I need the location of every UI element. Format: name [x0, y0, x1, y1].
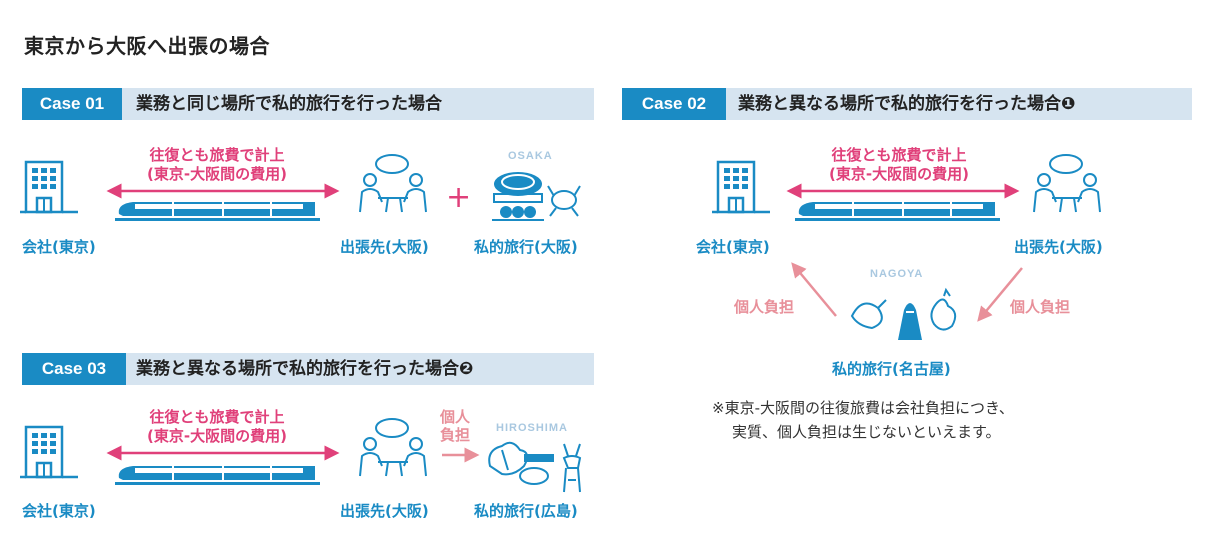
meeting-icon — [1033, 154, 1101, 213]
trip-osaka-label: 出張先(大阪) — [1014, 238, 1103, 256]
arrow-icon — [791, 262, 837, 317]
hiroshima-icon — [488, 441, 582, 493]
personal-burden-line2: 負担 — [440, 426, 471, 444]
nagoya-food-icon — [850, 287, 957, 340]
private-osaka-label: 私的旅行(大阪) — [474, 238, 578, 256]
case03-title: 業務と異なる場所で私的旅行を行った場合❷ — [136, 359, 474, 379]
travel-label-line1: 往復とも旅費で計上 — [149, 408, 285, 426]
case02-title: 業務と異なる場所で私的旅行を行った場合❶ — [738, 94, 1076, 114]
arrow-icon — [442, 447, 480, 463]
case02-header: Case 02 業務と異なる場所で私的旅行を行った場合❶ — [622, 88, 1192, 120]
company-label: 会社(東京) — [22, 502, 96, 520]
case03-header: Case 03 業務と異なる場所で私的旅行を行った場合❷ — [22, 353, 594, 385]
case01-badge: Case 01 — [22, 88, 122, 120]
bullet-train-icon — [794, 201, 1001, 222]
travel-label-line2: (東京-大阪間の費用) — [829, 165, 969, 183]
case01-header: Case 01 業務と同じ場所で私的旅行を行った場合 — [22, 88, 594, 120]
building-icon — [18, 425, 80, 479]
travel-label: 往復とも旅費で計上 (東京-大阪間の費用) — [112, 408, 322, 446]
trip-osaka-label: 出張先(大阪) — [340, 502, 429, 520]
trip-osaka-label: 出張先(大阪) — [340, 238, 429, 256]
note: ※東京-大阪間の往復旅費は会社負担につき、 実質、個人負担は生じないといえます。 — [712, 396, 1014, 444]
page-title: 東京から大阪へ出張の場合 — [24, 34, 270, 58]
double-arrow-icon — [786, 183, 1020, 199]
case02-badge: Case 02 — [622, 88, 726, 120]
double-arrow-icon — [106, 445, 340, 461]
personal-burden-label: 個人負担 — [734, 298, 795, 316]
case03-badge: Case 03 — [22, 353, 126, 385]
personal-burden-stacked: 個人 負担 — [440, 408, 470, 444]
travel-label-line1: 往復とも旅費で計上 — [149, 146, 285, 164]
osaka-food-icon — [492, 172, 581, 221]
travel-label: 往復とも旅費で計上 (東京-大阪間の費用) — [112, 146, 322, 184]
note-line2: 実質、個人負担は生じないといえます。 — [732, 423, 1001, 441]
travel-label: 往復とも旅費で計上 (東京-大阪間の費用) — [794, 146, 1004, 184]
city-tag-osaka: OSAKA — [508, 150, 553, 162]
note-line1: ※東京-大阪間の往復旅費は会社負担につき、 — [712, 399, 1014, 417]
bullet-train-icon — [114, 201, 321, 222]
city-tag-hiroshima: HIROSHIMA — [496, 422, 568, 434]
travel-label-line2: (東京-大阪間の費用) — [147, 165, 287, 183]
plus-sign: + — [446, 180, 472, 215]
double-arrow-icon — [106, 183, 340, 199]
case01-title: 業務と同じ場所で私的旅行を行った場合 — [136, 94, 442, 114]
personal-burden-label: 個人負担 — [1010, 298, 1071, 316]
city-tag-nagoya: NAGOYA — [870, 268, 924, 280]
company-label: 会社(東京) — [696, 238, 770, 256]
building-icon — [710, 160, 772, 214]
meeting-icon — [359, 154, 427, 213]
private-nagoya-label: 私的旅行(名古屋) — [832, 360, 951, 378]
company-label: 会社(東京) — [22, 238, 96, 256]
private-hiroshima-label: 私的旅行(広島) — [474, 502, 578, 520]
building-icon — [18, 160, 80, 214]
personal-burden-line1: 個人 — [440, 408, 471, 426]
bullet-train-icon — [114, 465, 321, 486]
meeting-icon — [359, 418, 427, 477]
travel-label-line1: 往復とも旅費で計上 — [831, 146, 967, 164]
arrow-icon — [977, 267, 1023, 322]
travel-label-line2: (東京-大阪間の費用) — [147, 427, 287, 445]
